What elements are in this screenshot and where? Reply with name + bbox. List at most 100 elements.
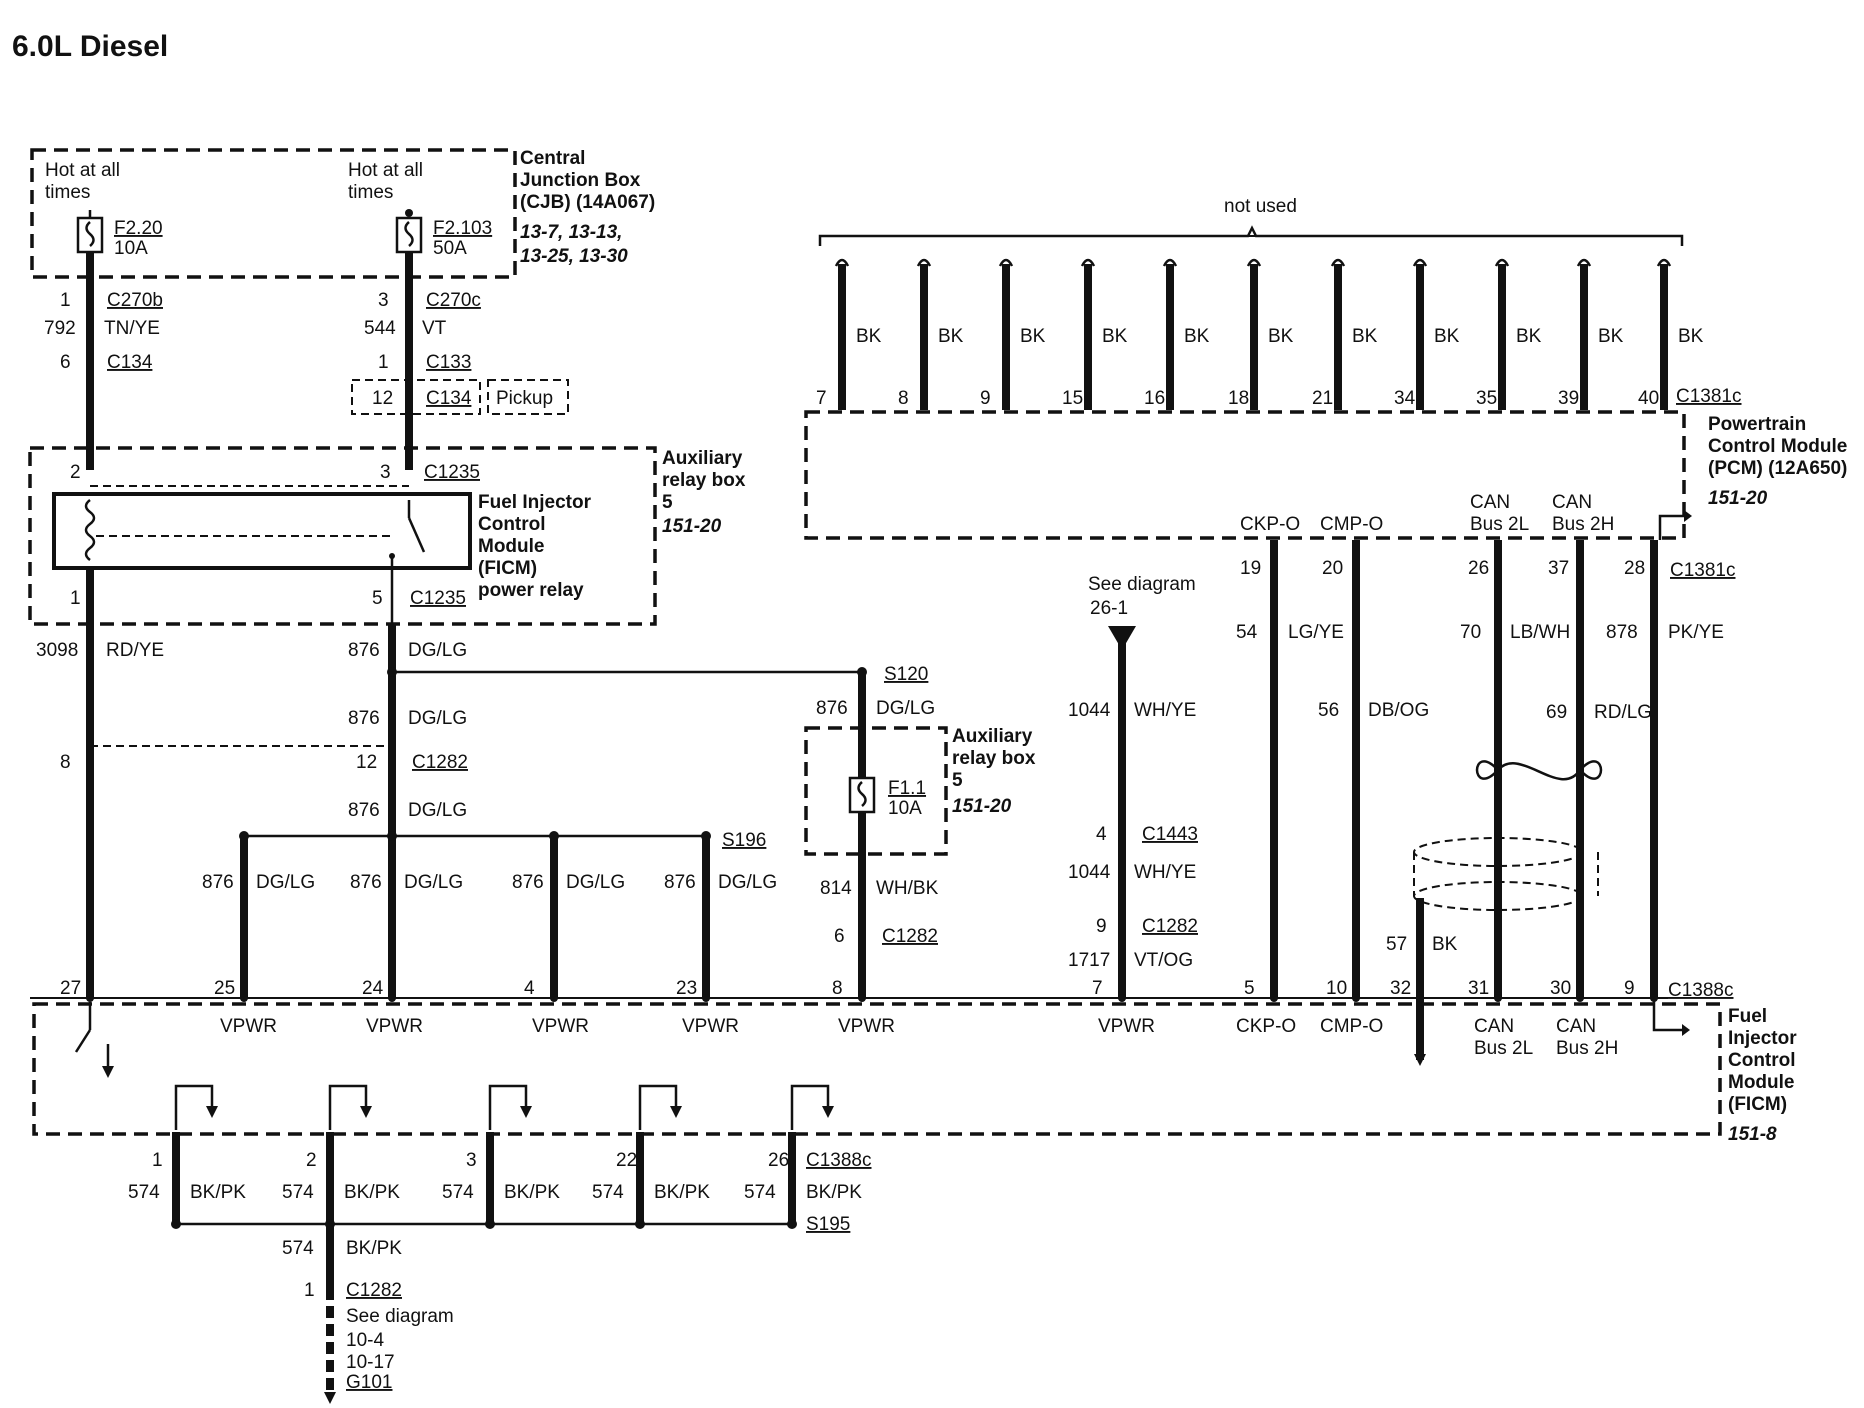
vpwr-label: VPWR (1098, 1016, 1155, 1037)
wire-color-label: BK (1102, 326, 1128, 347)
pin-label: 3 (378, 290, 389, 311)
splice-label: S195 (806, 1214, 850, 1235)
vpwr-label: VPWR (682, 1016, 739, 1037)
ground-loop (488, 1084, 528, 1130)
wire-end-icon (1656, 258, 1672, 267)
pin-dot (1352, 994, 1360, 1002)
pin-label: 30 (1550, 978, 1571, 999)
ficm-name-4: Module (1728, 1072, 1795, 1093)
ficm-name-5: (FICM) (1728, 1094, 1787, 1115)
powertrain-control-module: not used Powertrain Control Module (PCM)… (804, 196, 1847, 581)
circuit-label: 876 (348, 800, 380, 821)
fuse-icon (395, 216, 423, 254)
wire-color-label: BK (938, 326, 964, 347)
pin-label: 31 (1468, 978, 1489, 999)
wire-end-icon (1080, 258, 1096, 267)
ficm-ref: 151-8 (1728, 1124, 1777, 1145)
wire-color-label: BK (1268, 326, 1294, 347)
wire-color-label: LG/YE (1288, 622, 1344, 643)
pcm-name-2: Control Module (1708, 436, 1847, 457)
pin-label: 12 (372, 388, 393, 409)
connector-label: C1381c (1676, 386, 1742, 407)
pin-label: 5 (1244, 978, 1255, 999)
relay-name-5: power relay (478, 580, 584, 601)
ground-reference-icon (1652, 998, 1690, 1036)
vpwr-label: VPWR (532, 1016, 589, 1037)
wire-color-label: DG/LG (566, 872, 625, 893)
pin-label: 7 (816, 388, 827, 409)
pin-label: 18 (1228, 388, 1249, 409)
pin-label: 22 (616, 1150, 637, 1171)
wire-544: 3 C270c 544 VT 1 C133 12 C134 Pickup (351, 252, 569, 470)
connector-label: C1282 (346, 1280, 402, 1301)
fuse-f2-103-id: F2.103 (433, 218, 492, 239)
pin-label: 40 (1638, 388, 1659, 409)
wire-color-label: PK/YE (1668, 622, 1724, 643)
pin-label: 27 (60, 978, 81, 999)
ficm-name-1: Fuel (1728, 1006, 1767, 1027)
cjb-name-3: (CJB) (14A067) (520, 192, 655, 213)
wire-color-label: BK (1678, 326, 1704, 347)
wire-color-label: BK/PK (190, 1182, 246, 1203)
circuit-label: 876 (348, 640, 380, 661)
connector-label: C1443 (1142, 824, 1198, 845)
circuit-label: 876 (816, 698, 848, 719)
pin-label: 1 (378, 352, 389, 373)
relay-coil-icon (84, 499, 96, 561)
pin-label: 5 (372, 588, 383, 609)
ground-arrow-icon (324, 1392, 336, 1404)
circuit-label: 57 (1386, 934, 1407, 955)
relay-box-2-ref: 151-20 (952, 796, 1012, 817)
cable-shield-icon (1413, 837, 1599, 911)
connector-label: C1235 (410, 588, 466, 609)
fuse-f2-103-rating: 50A (433, 238, 467, 259)
wire-color-label: VT/OG (1134, 950, 1193, 971)
circuit-label: 69 (1546, 702, 1567, 723)
signal-label: Bus 2L (1474, 1038, 1533, 1059)
vpwr-label: VPWR (220, 1016, 277, 1037)
ground-arrow-icon (360, 1106, 372, 1118)
unused-bk-wires: BK7BK8BK9BK15BK16BK18BK21BK34BK35BK39BK4… (816, 258, 1704, 410)
wire-color-label: BK (1434, 326, 1460, 347)
signal-label: Bus 2H (1552, 514, 1614, 535)
pin-label: 28 (1624, 558, 1645, 579)
pin-label: 21 (1312, 388, 1333, 409)
pin-label: 10 (1326, 978, 1347, 999)
signal-label: CAN (1556, 1016, 1596, 1037)
twisted-pair-icon (1475, 760, 1603, 781)
wire-color-label: DG/LG (876, 698, 935, 719)
not-used-label: not used (1224, 196, 1297, 217)
pin-label: 2 (70, 462, 81, 483)
pin-label: 15 (1062, 388, 1083, 409)
pin-label: 7 (1092, 978, 1103, 999)
pin-label: 16 (1144, 388, 1165, 409)
circuit-label: 3098 (36, 640, 78, 661)
relay-switch-icon (389, 500, 426, 570)
pin-label: 26 (768, 1150, 789, 1171)
pin-label: 2 (306, 1150, 317, 1171)
ground-arrow-icon (822, 1106, 834, 1118)
signal-label: CAN (1552, 492, 1592, 513)
see-diagram-ref: 10-4 (346, 1330, 384, 1351)
splice-label: S120 (884, 664, 928, 685)
auxiliary-relay-box: Auxiliary relay box 5 151-20 2 3 C1235 F… (28, 446, 746, 626)
pin-dot (858, 994, 866, 1002)
pin-label: 37 (1548, 558, 1569, 579)
pin-dot (550, 994, 558, 1002)
wire-end-icon (834, 258, 850, 267)
wire-color-label: BK/PK (654, 1182, 710, 1203)
circuit-label: 544 (364, 318, 396, 339)
wire-color-label: WH/YE (1134, 700, 1196, 721)
relay-output-wires: 3098 RD/YE 876 DG/LG S120 876 DG/LG 8 12… (36, 625, 928, 998)
wire-end-icon (998, 258, 1014, 267)
wire-color-label: DG/LG (718, 872, 777, 893)
connector-label: C270c (426, 290, 481, 311)
wire-end-icon (916, 258, 932, 267)
hot-label-2b: times (348, 182, 393, 203)
relay-box-2-name-3: 5 (952, 770, 963, 791)
wire-color-label: VT (422, 318, 447, 339)
pin-label: 1 (60, 290, 71, 311)
connector-label: C1282 (412, 752, 468, 773)
circuit-label: 876 (512, 872, 544, 893)
